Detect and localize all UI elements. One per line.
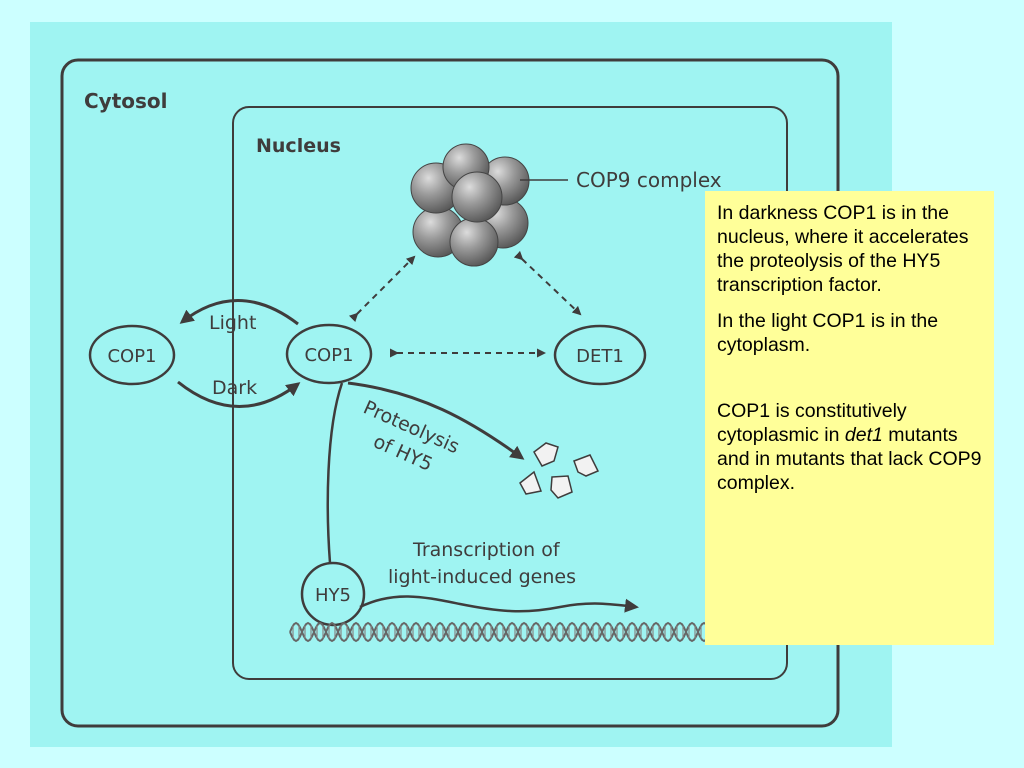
- note-darkness: In darkness COP1 is in the nucleus, wher…: [717, 202, 969, 296]
- cop1-nucleus-node: [285, 323, 373, 385]
- cop1-cytosol-label: COP1: [107, 346, 156, 367]
- transcription-label-line1: Transcription of: [412, 539, 561, 561]
- note-mutants-start: COP1 is constitutively cytoplasmic in: [717, 400, 907, 446]
- cop9-complex-icon: [410, 143, 530, 267]
- det1-label: DET1: [576, 346, 624, 367]
- cop1-cop9-interaction: [348, 255, 416, 323]
- cop1-nucleus-label: COP1: [304, 345, 353, 366]
- cop9-det1-interaction: [513, 250, 582, 316]
- cytosol-label: Cytosol: [84, 89, 168, 113]
- light-label: Light: [209, 312, 256, 334]
- transcription-label-line2: light-induced genes: [388, 566, 576, 588]
- dark-arrow: [177, 380, 301, 408]
- nucleus-label: Nucleus: [256, 135, 341, 157]
- dark-label: Dark: [212, 377, 257, 399]
- det1-node: [553, 324, 647, 386]
- explanation-note: In darkness COP1 is in the nucleus, wher…: [705, 191, 994, 645]
- hy5-label: HY5: [315, 585, 351, 606]
- note-mutants: COP1 is constitutively cytoplasmic in de…: [717, 399, 986, 495]
- cop1-cytosol-node: [88, 324, 176, 386]
- cop1-hy5-link: [326, 382, 344, 564]
- note-det1-italic: det1: [844, 424, 883, 446]
- cop9-label: COP9 complex: [576, 168, 722, 192]
- proteolysis-arrow: [347, 381, 525, 460]
- light-arrow: [179, 299, 299, 326]
- hy5-fragments-icon: [519, 442, 600, 499]
- dna-helix-icon: [289, 621, 745, 643]
- hy5-node: [300, 561, 366, 627]
- note-light: In the light COP1 is in the cytoplasm.: [717, 310, 939, 356]
- note-mutants-end: mutants and in mutants that lack COP9 co…: [717, 424, 982, 494]
- transcription-arrow: [359, 595, 639, 613]
